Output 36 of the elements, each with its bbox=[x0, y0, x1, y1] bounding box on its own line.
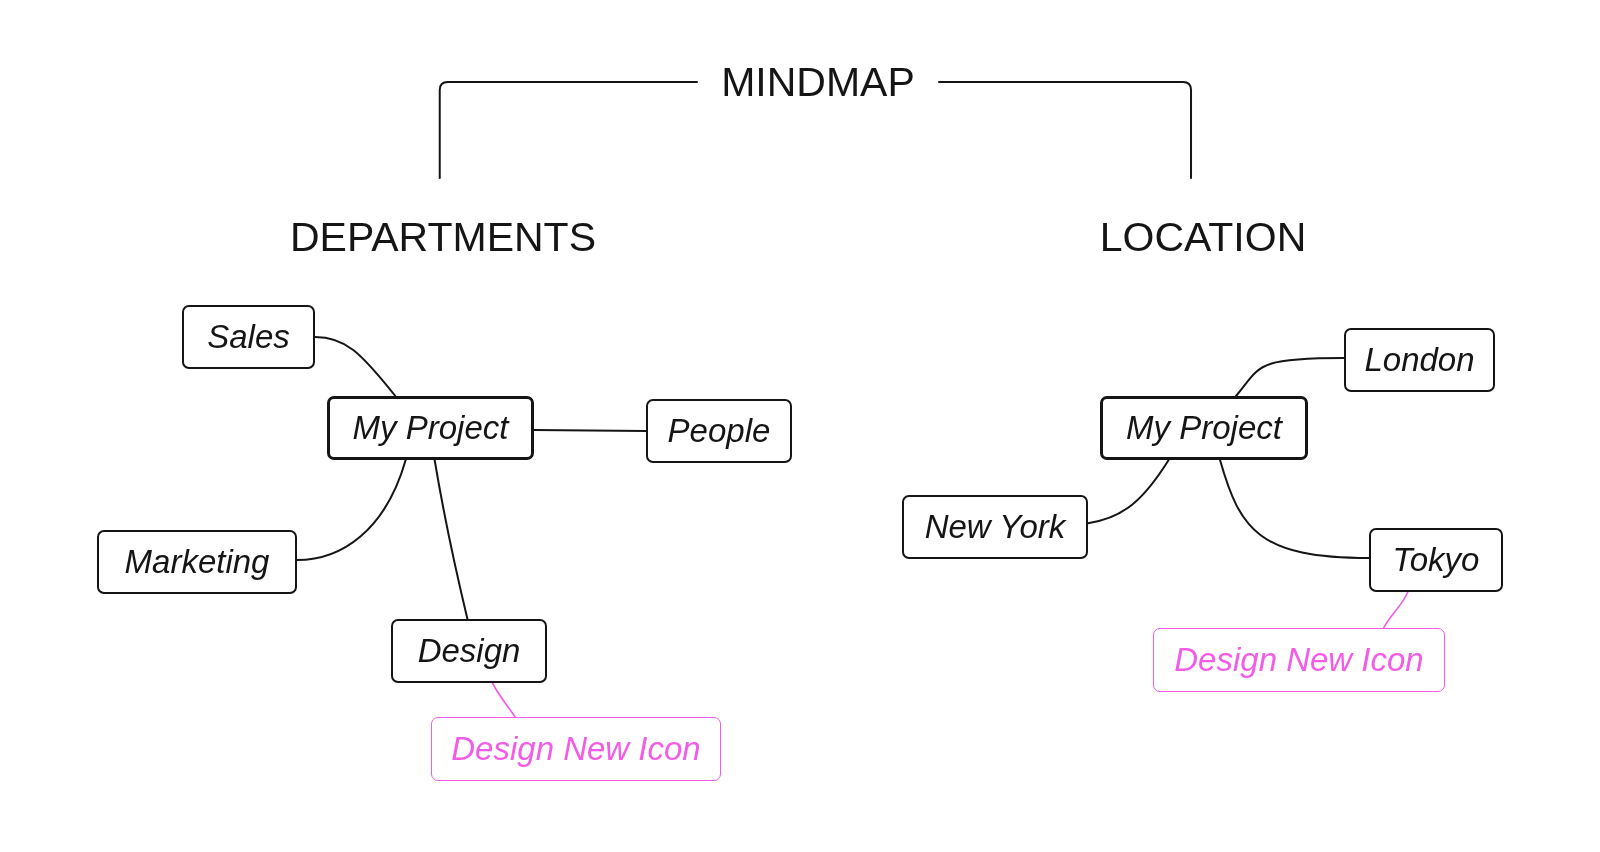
branch-line bbox=[1087, 459, 1170, 525]
topic-label: Design New Icon bbox=[451, 729, 701, 769]
topic-label: My Project bbox=[352, 408, 509, 448]
topic-label: New York bbox=[924, 507, 1066, 547]
branch-heading: LOCATION bbox=[1099, 213, 1307, 262]
mindmap-title: MINDMAP bbox=[721, 58, 915, 107]
bracket-line bbox=[938, 81, 1192, 179]
central-topic-box bbox=[1100, 396, 1308, 460]
topic-box bbox=[646, 399, 792, 463]
topic-label: Tokyo bbox=[1392, 540, 1480, 580]
topic-box bbox=[97, 530, 297, 594]
topic-box bbox=[1369, 528, 1503, 592]
bracket-line bbox=[438, 81, 698, 179]
topic-box bbox=[391, 619, 547, 683]
topic-label: My Project bbox=[1126, 408, 1282, 448]
topic-box bbox=[902, 495, 1088, 559]
branch-heading: DEPARTMENTS bbox=[290, 213, 596, 262]
branch-line bbox=[1219, 459, 1370, 560]
task-box bbox=[1153, 628, 1445, 692]
topic-label: Design bbox=[417, 631, 521, 671]
topic-label: London bbox=[1364, 340, 1475, 380]
topic-label: Marketing bbox=[124, 542, 270, 582]
task-box bbox=[431, 717, 721, 781]
topic-label: People bbox=[667, 411, 771, 451]
branch-line bbox=[533, 428, 647, 432]
branch-line bbox=[296, 459, 407, 562]
topic-label: Sales bbox=[207, 317, 290, 357]
branch-line bbox=[1382, 591, 1409, 629]
topic-box bbox=[1344, 328, 1495, 392]
branch-line bbox=[491, 682, 516, 718]
topic-box bbox=[182, 305, 315, 369]
branch-line bbox=[314, 336, 397, 397]
branch-line bbox=[433, 459, 469, 620]
branch-line bbox=[1235, 357, 1345, 397]
central-topic-box bbox=[327, 396, 534, 460]
topic-label: Design New Icon bbox=[1174, 640, 1424, 680]
